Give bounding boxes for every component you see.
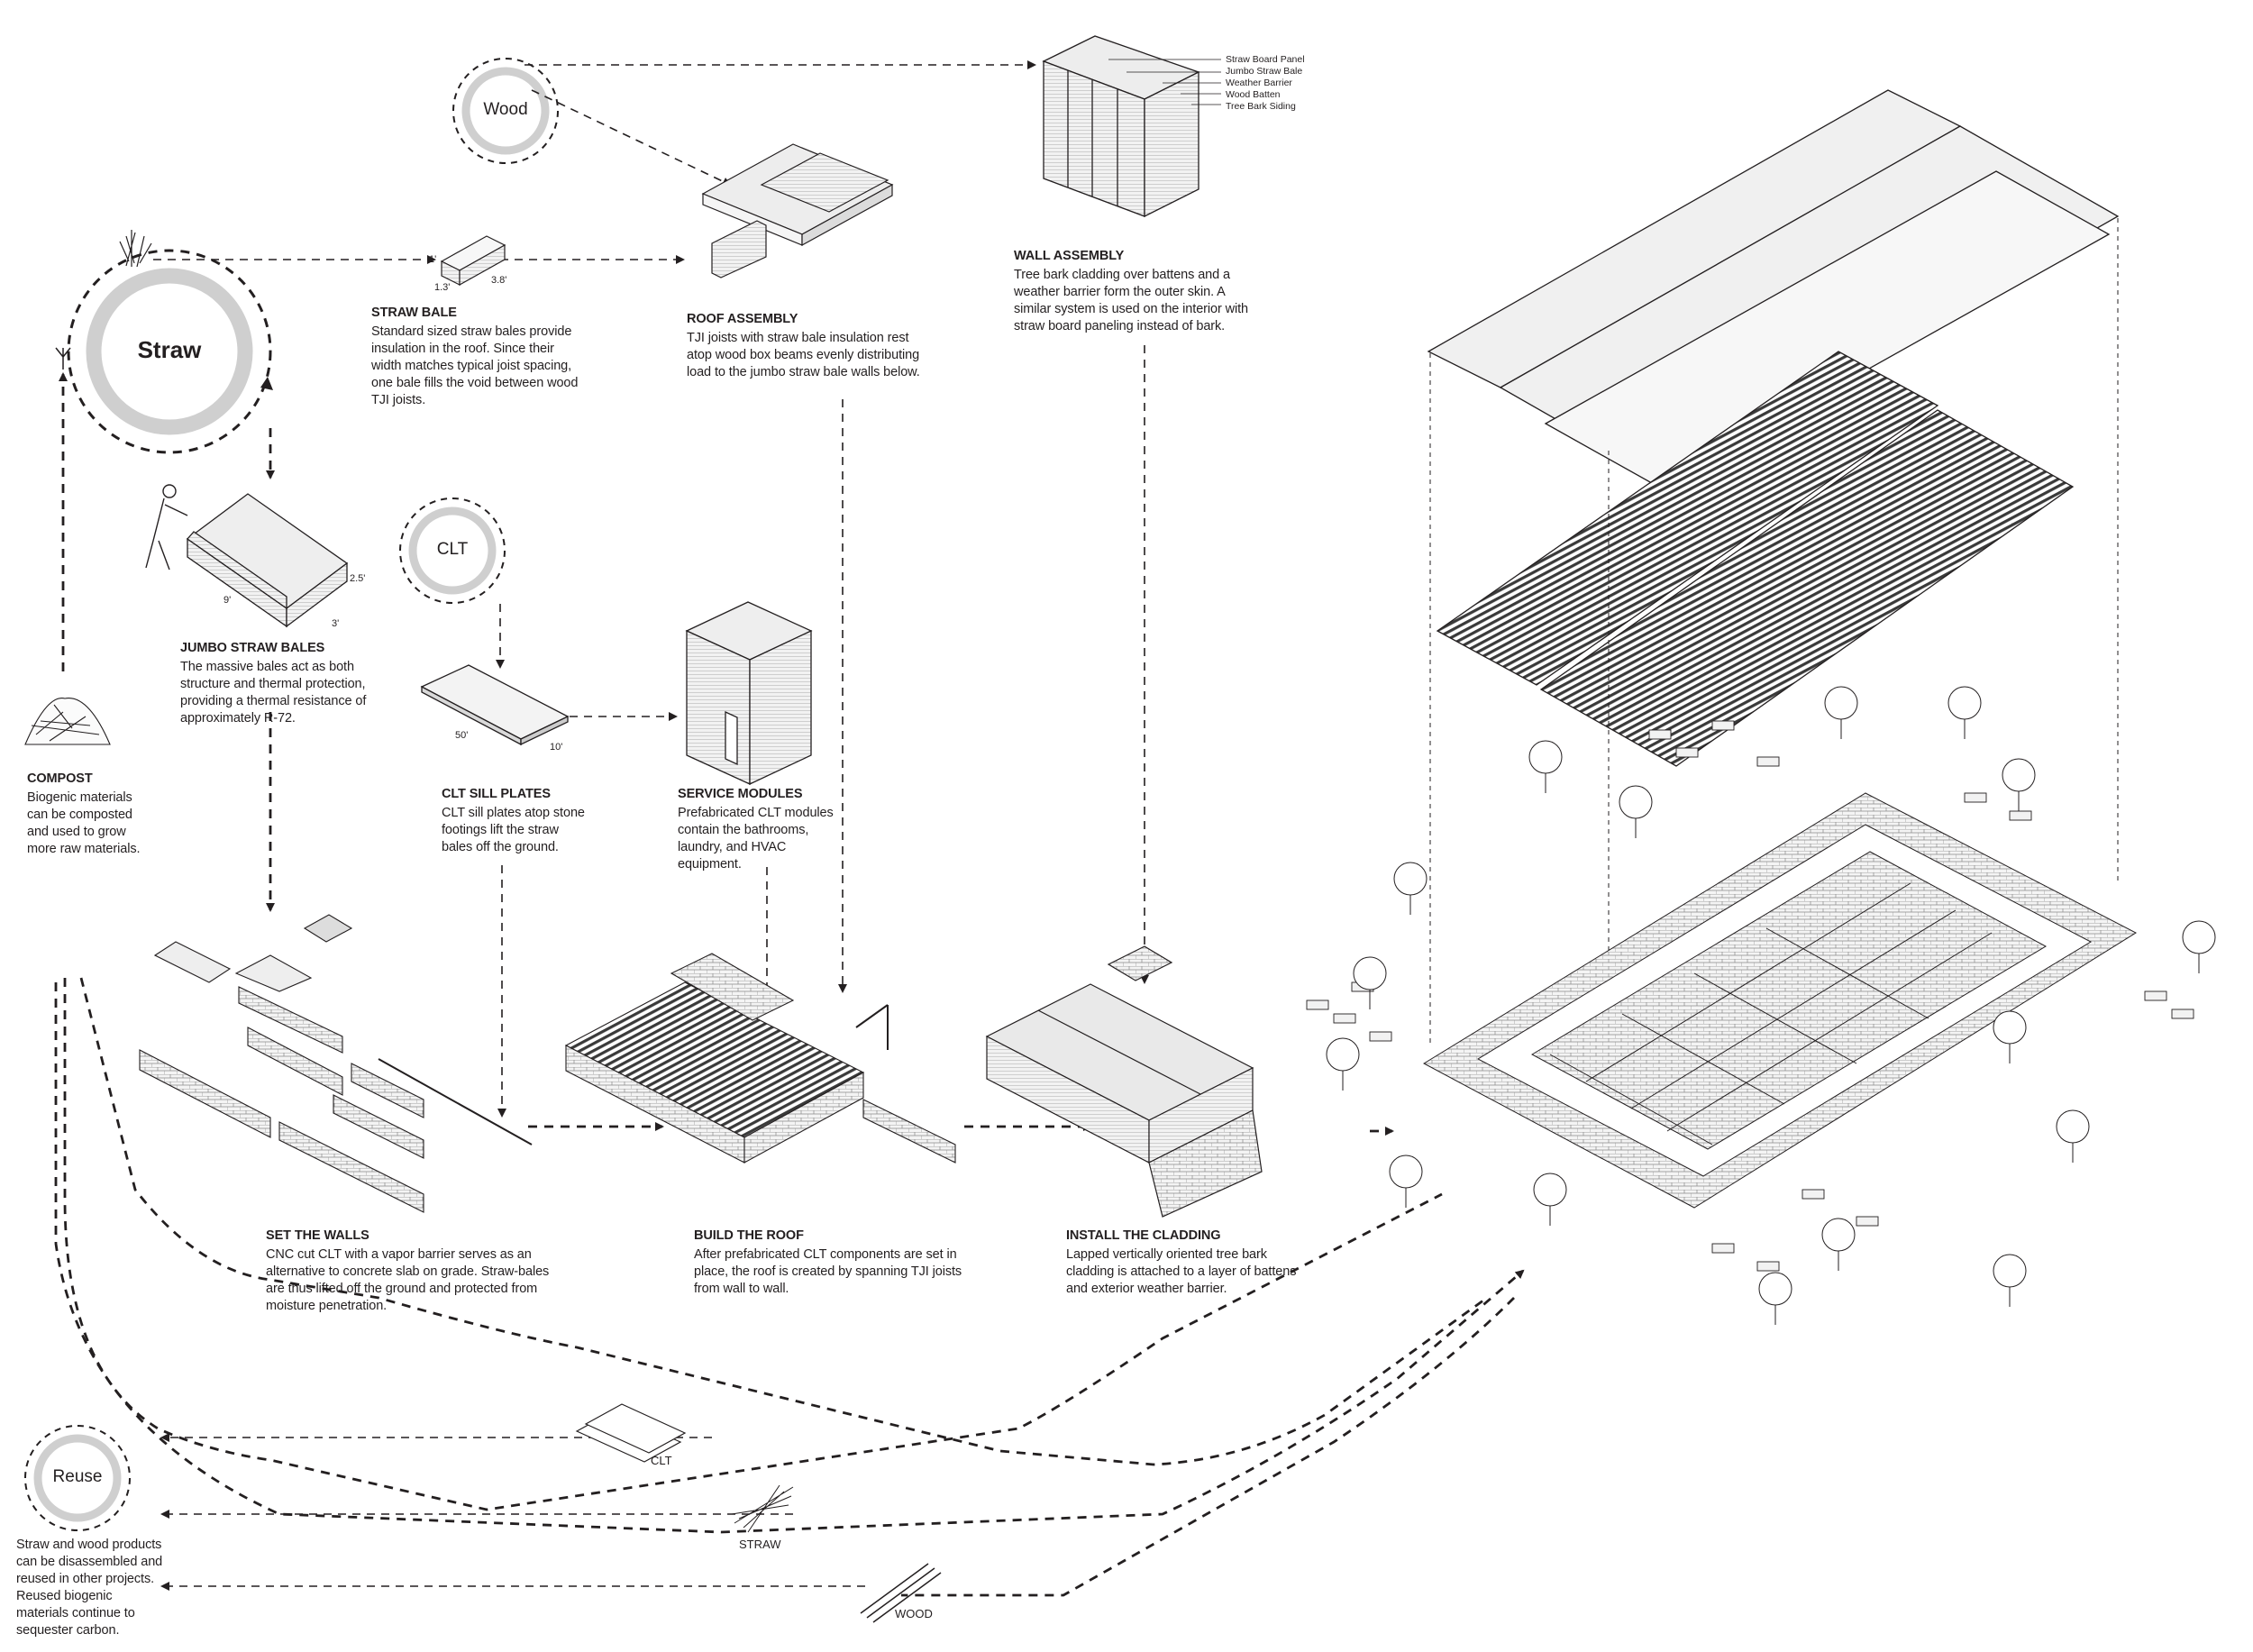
compost-body: Biogenic materials can be composted and … xyxy=(27,790,141,856)
wood-cycle xyxy=(452,58,559,164)
reuse-note: Straw and wood products can be disassemb… xyxy=(16,1537,165,1639)
set-walls-title: SET THE WALLS xyxy=(266,1228,369,1243)
compost-note: COMPOST Biogenic materials can be compos… xyxy=(27,771,144,858)
roof-assembly-title: ROOF ASSEMBLY xyxy=(687,312,798,326)
straw-bale-dim-width: 1.3' xyxy=(434,282,451,293)
build-roof-note: BUILD THE ROOF After prefabricated CLT c… xyxy=(694,1228,964,1298)
reuse-cycle-label: Reuse xyxy=(52,1467,103,1486)
service-modules-note: SERVICE MODULES Prefabricated CLT module… xyxy=(678,786,849,873)
service-modules-title: SERVICE MODULES xyxy=(678,787,803,801)
reuse-body: Straw and wood products can be disassemb… xyxy=(16,1538,163,1638)
clt-sill-note: CLT SILL PLATES CLT sill plates atop sto… xyxy=(442,786,586,856)
legend-jumbo-straw-bale: Jumbo Straw Bale xyxy=(1226,66,1303,77)
clt-cycle xyxy=(399,497,506,604)
install-cladding-note: INSTALL THE CLADDING Lapped vertically o… xyxy=(1066,1228,1305,1298)
trees xyxy=(1326,686,2216,1325)
service-modules-body: Prefabricated CLT modules contain the ba… xyxy=(678,806,834,872)
straw-bale-illustration xyxy=(440,235,506,287)
jumbo-dim-height: 2.5' xyxy=(350,573,366,584)
scattered-blocks xyxy=(1306,720,2194,1272)
service-module-illustration xyxy=(685,601,813,786)
worker-figure xyxy=(145,484,188,570)
process-arrows xyxy=(54,372,1525,1597)
reuse-cycle xyxy=(24,1425,131,1531)
straw-stream-icon xyxy=(731,1484,794,1533)
straw-bale-title: STRAW BALE xyxy=(371,306,457,320)
wood-stream-icon xyxy=(860,1563,942,1623)
compost-title: COMPOST xyxy=(27,771,93,786)
set-walls-body: CNC cut CLT with a vapor barrier serves … xyxy=(266,1247,550,1313)
roof-assembly-illustration xyxy=(701,143,894,278)
jumbo-bales-note: JUMBO STRAW BALES The massive bales act … xyxy=(180,640,369,727)
set-walls-illustration xyxy=(139,914,533,1213)
wall-assembly-body: Tree bark cladding over battens and a we… xyxy=(1014,268,1249,333)
clt-stream-icon xyxy=(575,1403,687,1463)
jumbo-straw-bales-illustration xyxy=(186,493,349,628)
legend-tree-bark-siding: Tree Bark Siding xyxy=(1226,101,1296,112)
roof-assembly-body: TJI joists with straw bale insulation re… xyxy=(687,331,920,379)
straw-cycle xyxy=(67,249,273,454)
clt-dim-length: 50' xyxy=(455,730,469,741)
install-cladding-body: Lapped vertically oriented tree bark cla… xyxy=(1066,1247,1297,1296)
build-roof-illustration xyxy=(564,953,956,1164)
joist-layer xyxy=(1436,351,2075,767)
straw-plant-icon xyxy=(119,230,152,268)
clt-dim-width: 10' xyxy=(550,742,563,753)
clt-sill-title: CLT SILL PLATES xyxy=(442,787,551,801)
legend-weather-barrier: Weather Barrier xyxy=(1226,78,1292,88)
straw-cycle-label: Straw xyxy=(137,336,202,363)
site-plan xyxy=(1422,792,2138,1209)
exploded-roof-panel xyxy=(1427,89,2120,488)
jumbo-bales-body: The massive bales act as both structure … xyxy=(180,660,367,726)
build-roof-title: BUILD THE ROOF xyxy=(694,1228,804,1243)
legend-wood-batten: Wood Batten xyxy=(1226,89,1281,100)
jumbo-dim-length: 9' xyxy=(223,595,232,606)
roof-assembly-note: ROOF ASSEMBLY TJI joists with straw bale… xyxy=(687,311,921,381)
straw-bale-note: STRAW BALE Standard sized straw bales pr… xyxy=(371,305,583,409)
wall-assembly-title: WALL ASSEMBLY xyxy=(1014,249,1125,263)
wall-assembly-illustration xyxy=(1042,35,1200,218)
jumbo-dim-width: 3' xyxy=(332,618,340,629)
clt-cycle-label: CLT xyxy=(436,540,469,559)
jumbo-bales-title: JUMBO STRAW BALES xyxy=(180,641,325,655)
clt-sill-body: CLT sill plates atop stone footings lift… xyxy=(442,806,585,854)
clt-stream-label: CLT xyxy=(651,1454,672,1467)
wall-legend-leaders xyxy=(1108,59,1221,105)
wood-cycle-label: Wood xyxy=(483,100,528,119)
build-roof-body: After prefabricated CLT components are s… xyxy=(694,1247,962,1296)
clt-sill-plate-illustration xyxy=(420,664,570,746)
straw-stream-label: STRAW xyxy=(739,1538,781,1551)
wall-assembly-note: WALL ASSEMBLY Tree bark cladding over ba… xyxy=(1014,248,1253,335)
wood-stream-label: WOOD xyxy=(895,1607,933,1620)
material-flow-arrows xyxy=(153,60,1149,1591)
straw-bale-dim-height: 1' xyxy=(429,254,437,265)
sprout-icon xyxy=(55,347,71,370)
straw-bale-body: Standard sized straw bales provide insul… xyxy=(371,324,579,407)
compost-pile-icon xyxy=(24,698,111,745)
legend-straw-board-panel: Straw Board Panel xyxy=(1226,54,1305,65)
install-cladding-title: INSTALL THE CLADDING xyxy=(1066,1228,1221,1243)
install-cladding-illustration xyxy=(985,945,1263,1218)
set-walls-note: SET THE WALLS CNC cut CLT with a vapor b… xyxy=(266,1228,563,1315)
straw-bale-dim-length: 3.8' xyxy=(491,275,507,286)
